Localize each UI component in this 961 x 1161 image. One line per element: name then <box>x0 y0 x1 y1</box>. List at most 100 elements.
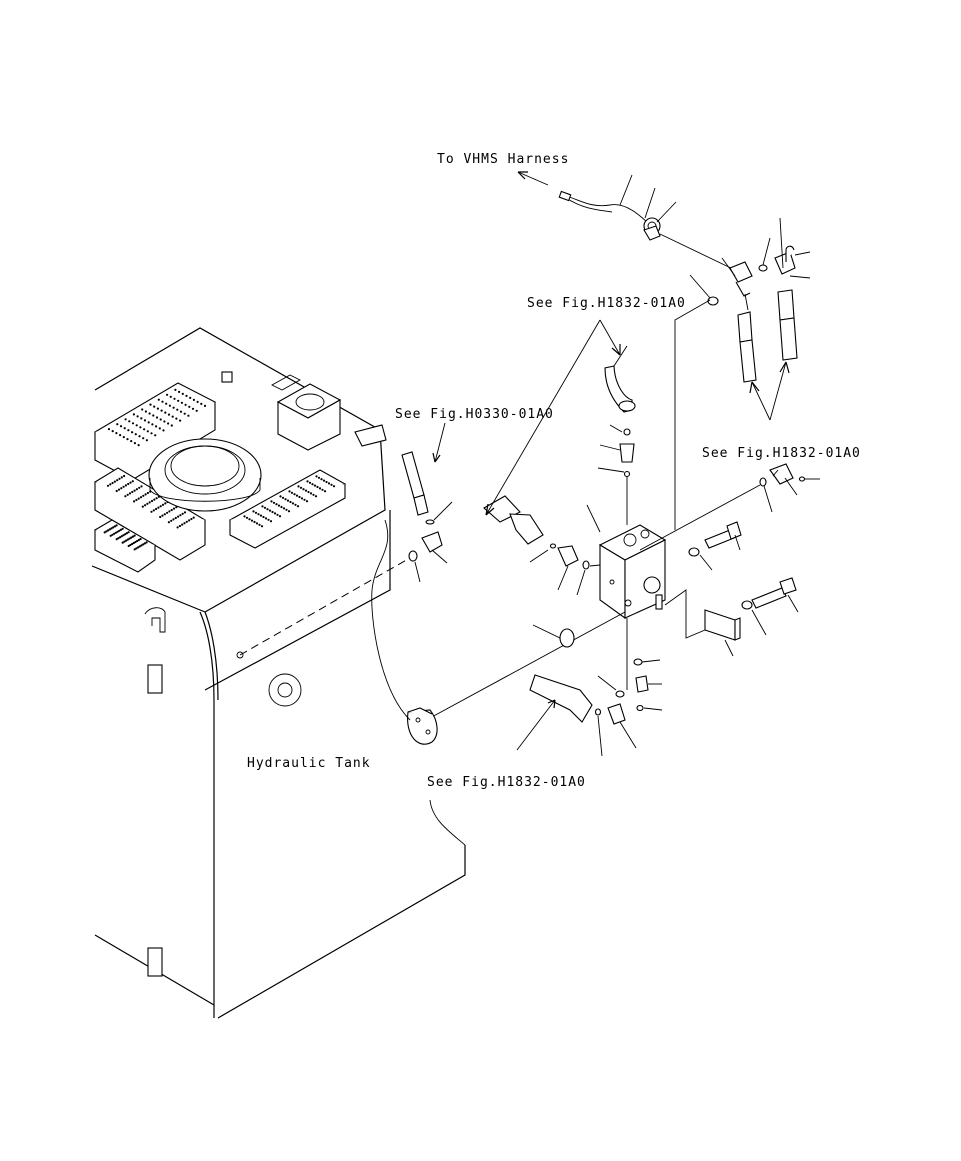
antislip-dot <box>262 515 265 519</box>
antislip-dot <box>114 531 117 534</box>
antislip-dot <box>190 517 193 521</box>
antislip-dot <box>275 503 278 506</box>
antislip-dot <box>282 507 286 510</box>
antislip-dot <box>272 501 276 504</box>
mount-block-upper <box>147 664 163 694</box>
label-ref-bottom: See Fig.H1832-01A0 <box>427 775 586 790</box>
antislip-dot <box>131 480 134 483</box>
antislip-dot <box>120 487 123 490</box>
antislip-dot <box>170 508 173 512</box>
antislip-dot <box>168 510 171 513</box>
antislip-dot <box>134 433 137 436</box>
antislip-dot <box>151 423 154 426</box>
antislip-dot <box>121 527 124 530</box>
antislip-dot <box>115 524 118 527</box>
antislip-dot <box>180 401 183 404</box>
antislip-dot <box>174 388 177 391</box>
antislip-dot <box>130 440 133 443</box>
antislip-dot <box>108 528 111 531</box>
antislip-dot <box>327 482 331 485</box>
antislip-dot <box>119 536 122 539</box>
antislip-dot <box>175 417 178 420</box>
antislip-dot <box>279 495 282 498</box>
antislip-dot <box>138 545 141 548</box>
antislip-dot <box>132 413 135 416</box>
antislip-dot <box>174 516 177 520</box>
antislip-dot <box>137 546 140 549</box>
label-ref-top: See Fig.H1832-01A0 <box>527 296 686 311</box>
antislip-dot <box>107 428 111 431</box>
antislip-dot <box>156 407 159 410</box>
antislip-dot <box>161 503 165 506</box>
antislip-dot <box>155 425 158 428</box>
antislip-dot <box>192 398 195 401</box>
manifold-block <box>586 504 667 620</box>
antislip-dot <box>280 505 283 509</box>
antislip-dot <box>164 411 167 414</box>
antislip-dot <box>125 539 128 542</box>
antislip-dot <box>176 526 179 529</box>
check-valve-stack <box>597 345 636 525</box>
antislip-dot <box>126 538 129 541</box>
antislip-dot <box>137 538 140 542</box>
antislip-dot <box>155 497 158 500</box>
antislip-dot <box>323 490 327 493</box>
antislip-dot <box>120 535 123 538</box>
antislip-dot <box>125 532 128 535</box>
antislip-dot <box>304 489 308 492</box>
flange-wire <box>371 519 411 721</box>
antislip-dot <box>119 434 122 437</box>
antislip-dot <box>307 490 310 494</box>
antislip-dot <box>111 481 114 485</box>
antislip-dot <box>281 496 285 499</box>
antislip-dot <box>317 476 321 479</box>
antislip-dot <box>181 512 184 515</box>
antislip-dot <box>303 498 306 501</box>
antislip-dot <box>321 488 324 491</box>
antislip-dot <box>245 516 249 519</box>
antislip-dot <box>133 500 136 503</box>
antislip-dot <box>110 527 113 530</box>
antislip-dot <box>159 515 162 519</box>
antislip-dot <box>109 534 112 537</box>
antislip-dot <box>316 485 319 489</box>
antislip-dot <box>138 486 141 489</box>
antislip-dot <box>179 419 182 422</box>
antislip-dot <box>271 510 274 514</box>
antislip-dot <box>160 409 163 412</box>
antislip-dot <box>183 522 186 525</box>
antislip-dot <box>179 410 183 413</box>
antislip-dot <box>123 427 126 430</box>
antislip-dot <box>129 543 132 547</box>
antislip-dot <box>315 475 318 478</box>
filter-bracket <box>354 424 387 447</box>
label-ref-right: See Fig.H1832-01A0 <box>702 446 861 461</box>
antislip-dot <box>120 476 123 479</box>
antislip-dot <box>105 530 108 533</box>
antislip-dot <box>137 444 140 447</box>
antislip-dot <box>330 483 333 486</box>
antislip-dot <box>157 506 160 509</box>
dashed-routing-line <box>239 557 411 656</box>
antislip-dot <box>116 530 119 533</box>
antislip-dot <box>177 515 180 518</box>
antislip-dot <box>137 497 140 500</box>
antislip-dot <box>113 480 116 483</box>
antislip-plate-1 <box>93 382 217 481</box>
antislip-dot <box>140 544 143 547</box>
mount-block-lower <box>147 947 163 977</box>
antislip-dot <box>127 482 130 486</box>
antislip-dot <box>293 493 296 496</box>
antislip-dot <box>166 393 169 396</box>
antislip-dot <box>115 489 118 493</box>
antislip-dot <box>203 404 207 407</box>
antislip-dot <box>133 489 136 492</box>
antislip-dot <box>159 418 162 421</box>
right-side-fittings <box>639 463 820 657</box>
antislip-dot <box>133 442 136 445</box>
antislip-dot <box>162 429 165 432</box>
antislip-dot <box>155 507 158 511</box>
antislip-dot <box>136 539 139 543</box>
antislip-dot <box>189 396 192 399</box>
antislip-dot <box>146 491 149 495</box>
